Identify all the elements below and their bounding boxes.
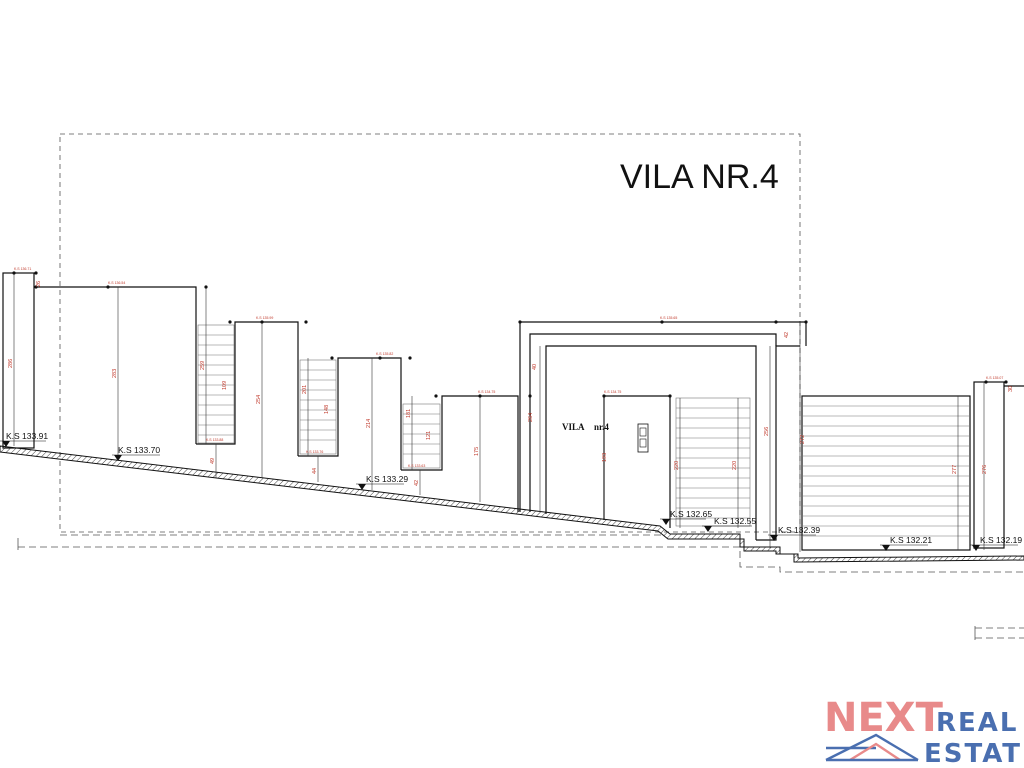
svg-text:K.S 132.55: K.S 132.55 xyxy=(714,516,756,526)
svg-text:K.S 136.71: K.S 136.71 xyxy=(14,267,31,271)
svg-text:201: 201 xyxy=(302,385,308,394)
svg-text:283: 283 xyxy=(112,369,118,378)
svg-text:K.S 134.75: K.S 134.75 xyxy=(478,390,495,394)
svg-text:K.S 135.99: K.S 135.99 xyxy=(256,316,273,320)
svg-text:214: 214 xyxy=(366,419,372,428)
level-marker-ks-132-55: K.S 132.55 xyxy=(702,516,756,532)
level-marker-ks-133-29: K.S 133.29 xyxy=(356,474,408,490)
svg-text:30: 30 xyxy=(1008,386,1014,392)
svg-text:277: 277 xyxy=(952,465,958,474)
svg-text:K.S 135.65: K.S 135.65 xyxy=(660,316,677,320)
level-marker-ks-132-65: K.S 132.65 xyxy=(660,509,712,525)
svg-text:256: 256 xyxy=(764,427,770,436)
svg-text:49: 49 xyxy=(210,458,216,464)
svg-text:26: 26 xyxy=(36,281,42,287)
terrain-profile xyxy=(0,445,1024,563)
level-marker-ks-132-21: K.S 132.21 xyxy=(880,535,932,551)
inner-vila-label: VILA xyxy=(562,422,585,432)
svg-text:272: 272 xyxy=(800,435,806,444)
svg-text:K.S 133.29: K.S 133.29 xyxy=(366,474,408,484)
drawing-title: VILA NR.4 xyxy=(620,158,779,196)
svg-text:K.S 133.70: K.S 133.70 xyxy=(118,445,160,455)
logo-word-real: REAL xyxy=(936,708,1018,738)
svg-text:220: 220 xyxy=(674,461,680,470)
top-level-markers: K.S 136.71 K.S 136.54 K.S 135.99 K.S 135… xyxy=(14,267,1003,468)
dimension-lines xyxy=(13,273,985,552)
foundation-line xyxy=(18,546,1024,573)
svg-text:254: 254 xyxy=(256,395,262,404)
svg-text:44: 44 xyxy=(312,468,318,474)
svg-text:K.S 136.54: K.S 136.54 xyxy=(108,281,125,285)
level-marker-ks-133-70: K.S 133.70 xyxy=(112,445,160,461)
svg-text:40: 40 xyxy=(532,364,538,370)
svg-text:K.S 133.88: K.S 133.88 xyxy=(206,438,223,442)
svg-text:K.S 133.63: K.S 133.63 xyxy=(408,464,425,468)
svg-text:259: 259 xyxy=(200,361,206,370)
logo-word-next: NEXT xyxy=(824,695,944,741)
house-roof-icon xyxy=(825,733,919,762)
level-marker-ks-133-91: K.S 133.91 xyxy=(0,431,48,447)
dimension-values: 286 283 259 254 201 214 181 175 264 193 … xyxy=(8,281,1014,486)
svg-text:286: 286 xyxy=(8,359,14,368)
svg-text:K.S 135.07: K.S 135.07 xyxy=(986,376,1003,380)
svg-text:K.S 134.75: K.S 134.75 xyxy=(604,390,621,394)
svg-text:K.S 132.39: K.S 132.39 xyxy=(778,525,820,535)
svg-text:K.S 132.21: K.S 132.21 xyxy=(890,535,932,545)
stair-hatch xyxy=(197,324,970,537)
svg-text:K.S 133.91: K.S 133.91 xyxy=(6,431,48,441)
svg-text:175: 175 xyxy=(474,447,480,456)
svg-text:264: 264 xyxy=(528,413,534,422)
svg-text:121: 121 xyxy=(426,431,432,440)
svg-text:109: 109 xyxy=(222,381,228,390)
svg-text:K.S 133.76: K.S 133.76 xyxy=(306,450,323,454)
svg-text:148: 148 xyxy=(324,405,330,414)
svg-text:193: 193 xyxy=(602,453,608,462)
logo-word-estate: ESTATE xyxy=(924,739,1024,768)
next-real-estate-logo: NEXT REAL ESTATE xyxy=(824,695,1024,768)
svg-text:220: 220 xyxy=(732,461,738,470)
svg-text:42: 42 xyxy=(414,480,420,486)
svg-text:276: 276 xyxy=(982,465,988,474)
door-icon xyxy=(637,423,649,453)
svg-text:K.S 132.65: K.S 132.65 xyxy=(670,509,712,519)
svg-text:181: 181 xyxy=(406,409,412,418)
svg-text:42: 42 xyxy=(784,332,790,338)
inner-vila-number: nr.4 xyxy=(594,422,609,432)
dimension-ticks xyxy=(12,271,1008,398)
svg-text:K.S 135.82: K.S 135.82 xyxy=(376,352,393,356)
level-marker-ks-132-39: K.S 132.39 xyxy=(768,525,820,541)
level-marker-ks-132-19: K.S 132.19 xyxy=(970,535,1022,551)
svg-text:K.S 132.19: K.S 132.19 xyxy=(980,535,1022,545)
